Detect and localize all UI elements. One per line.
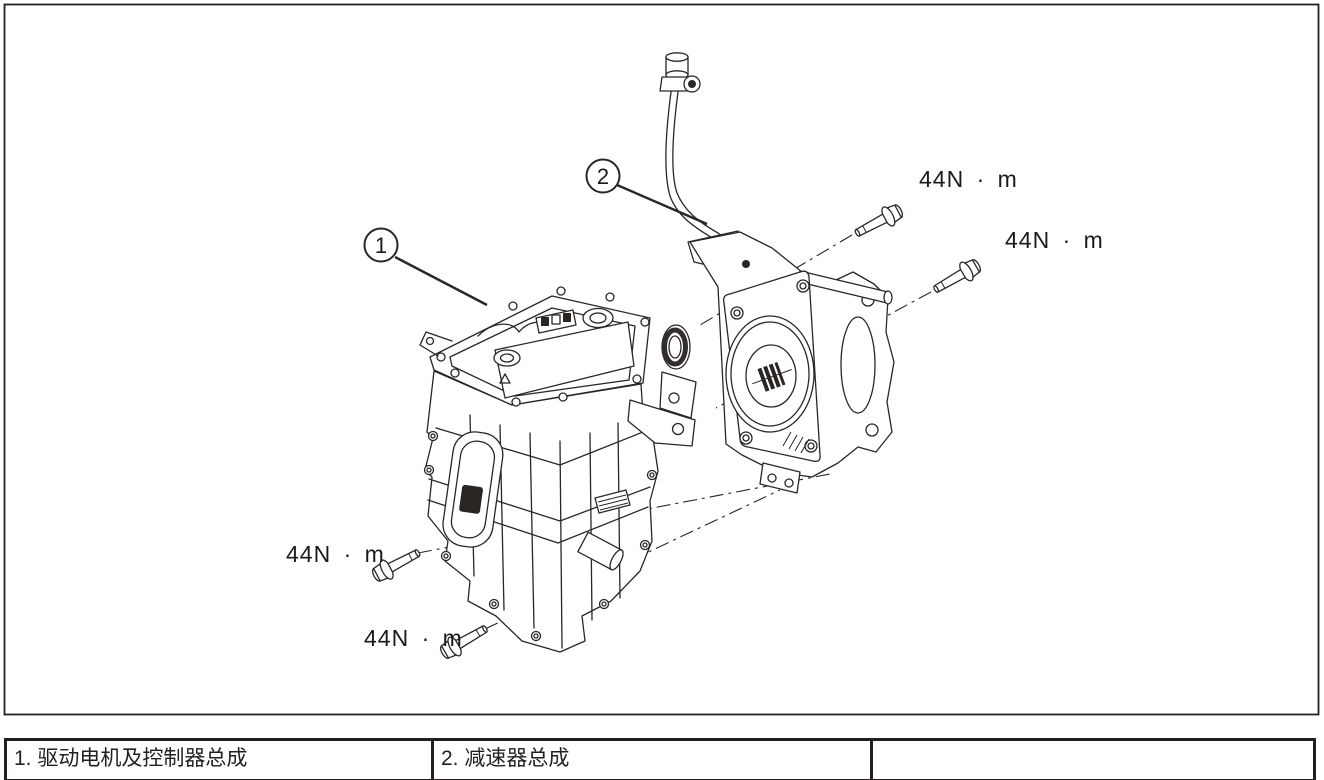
- flange-bolt: [850, 199, 907, 244]
- callout-1: 1: [363, 227, 488, 307]
- torque-label: 44N · m: [1005, 227, 1104, 253]
- spline-shaft: [752, 361, 792, 392]
- bolt-bosses: [423, 430, 658, 642]
- id-label: [594, 489, 631, 514]
- torque-label: 44N · m: [364, 625, 463, 651]
- vent-hatch: [782, 431, 810, 454]
- controller-cover: [419, 286, 651, 407]
- legend-cell-3: [870, 741, 1313, 779]
- shaft-stub: [577, 531, 624, 571]
- legend-cell-1: 1. 驱动电机及控制器总成: [14, 747, 248, 770]
- legend-table: 1. 驱动电机及控制器总成 2. 减速器总成: [4, 738, 1316, 780]
- callout-1-number: 1: [375, 233, 387, 258]
- drive-motor-controller-assembly-drawing: [419, 286, 696, 653]
- alignment-dash-line: [715, 291, 932, 409]
- torque-label: 44N · m: [286, 541, 385, 567]
- reducer-assembly-drawing: [689, 231, 895, 494]
- seal-ring: [661, 324, 691, 370]
- drawing-border: [3, 3, 1320, 716]
- torque-label: 44N · m: [919, 166, 1018, 192]
- lower-bracket: [659, 371, 697, 419]
- callout-2-number: 2: [597, 164, 609, 189]
- flange-bolt: [928, 254, 985, 300]
- legend-cell-2: 2. 减速器总成: [431, 741, 870, 779]
- callout-2: 2: [585, 158, 708, 226]
- breather-cap: [659, 52, 701, 93]
